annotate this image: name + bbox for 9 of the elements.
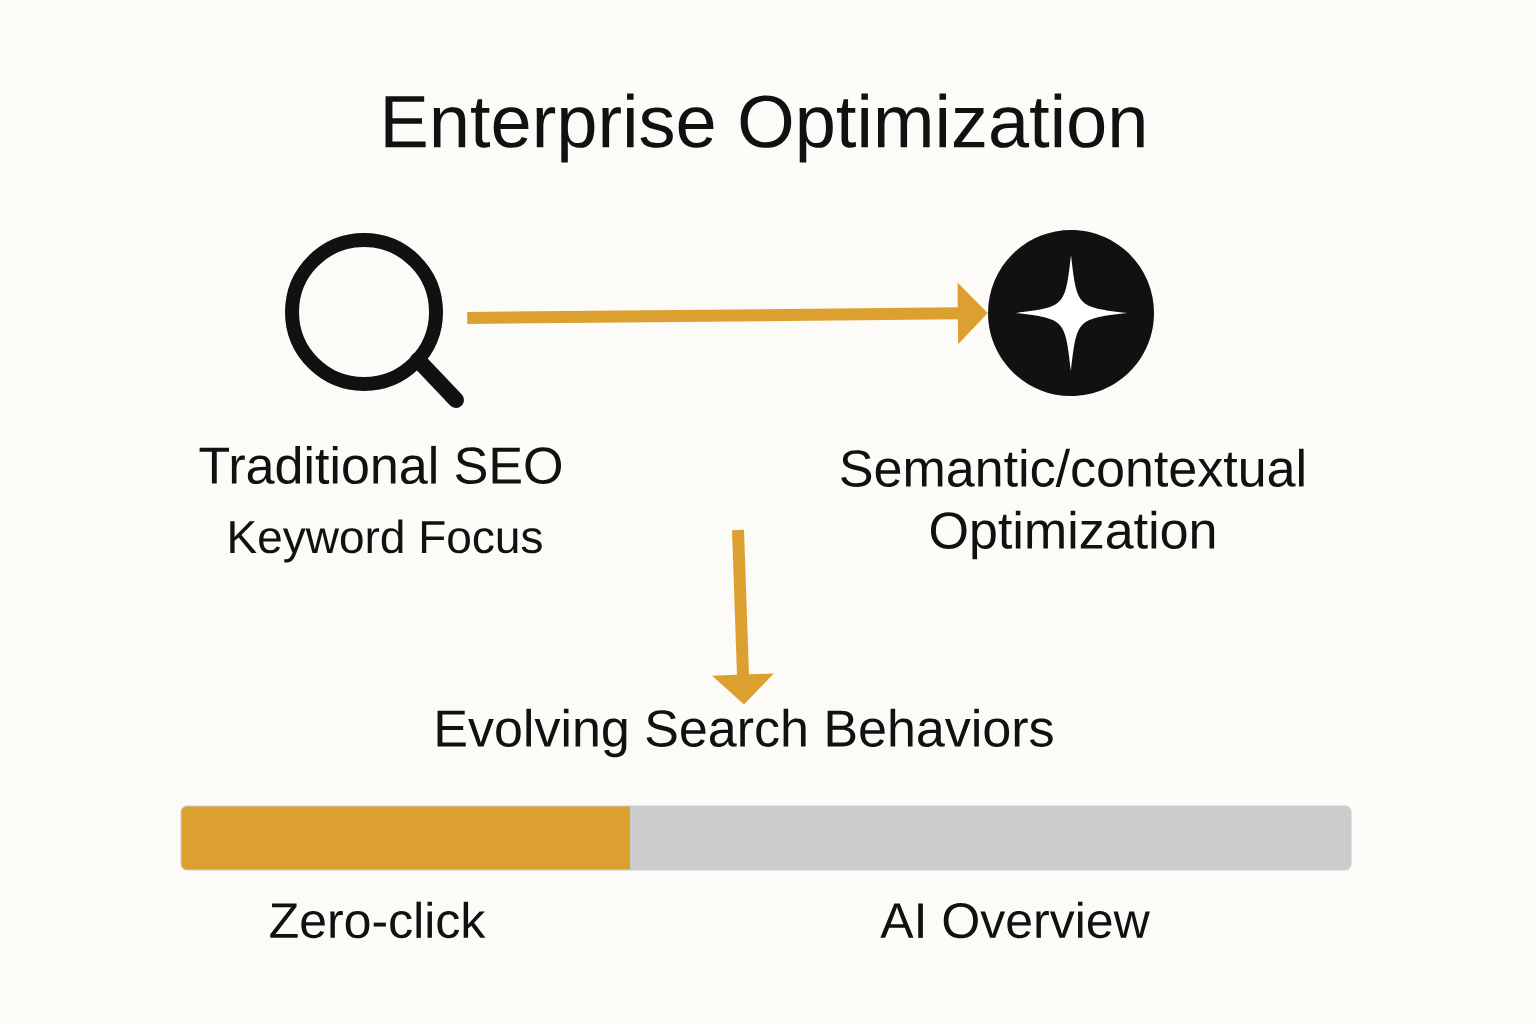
icon-caption: Semantic/contextual Optimization <box>841 448 1304 560</box>
bar-label: AI Overview <box>880 901 1150 939</box>
icon-caption: Traditional SEO <box>199 445 561 485</box>
heading: Evolving Search Behaviors <box>437 708 1053 758</box>
sparkle-icon <box>988 230 1154 396</box>
bar-label: Zero-click <box>270 901 486 939</box>
search-icon <box>285 233 464 408</box>
icon-caption: Keyword Focus <box>230 519 542 563</box>
title: Enterprise Optimization <box>385 93 1144 163</box>
